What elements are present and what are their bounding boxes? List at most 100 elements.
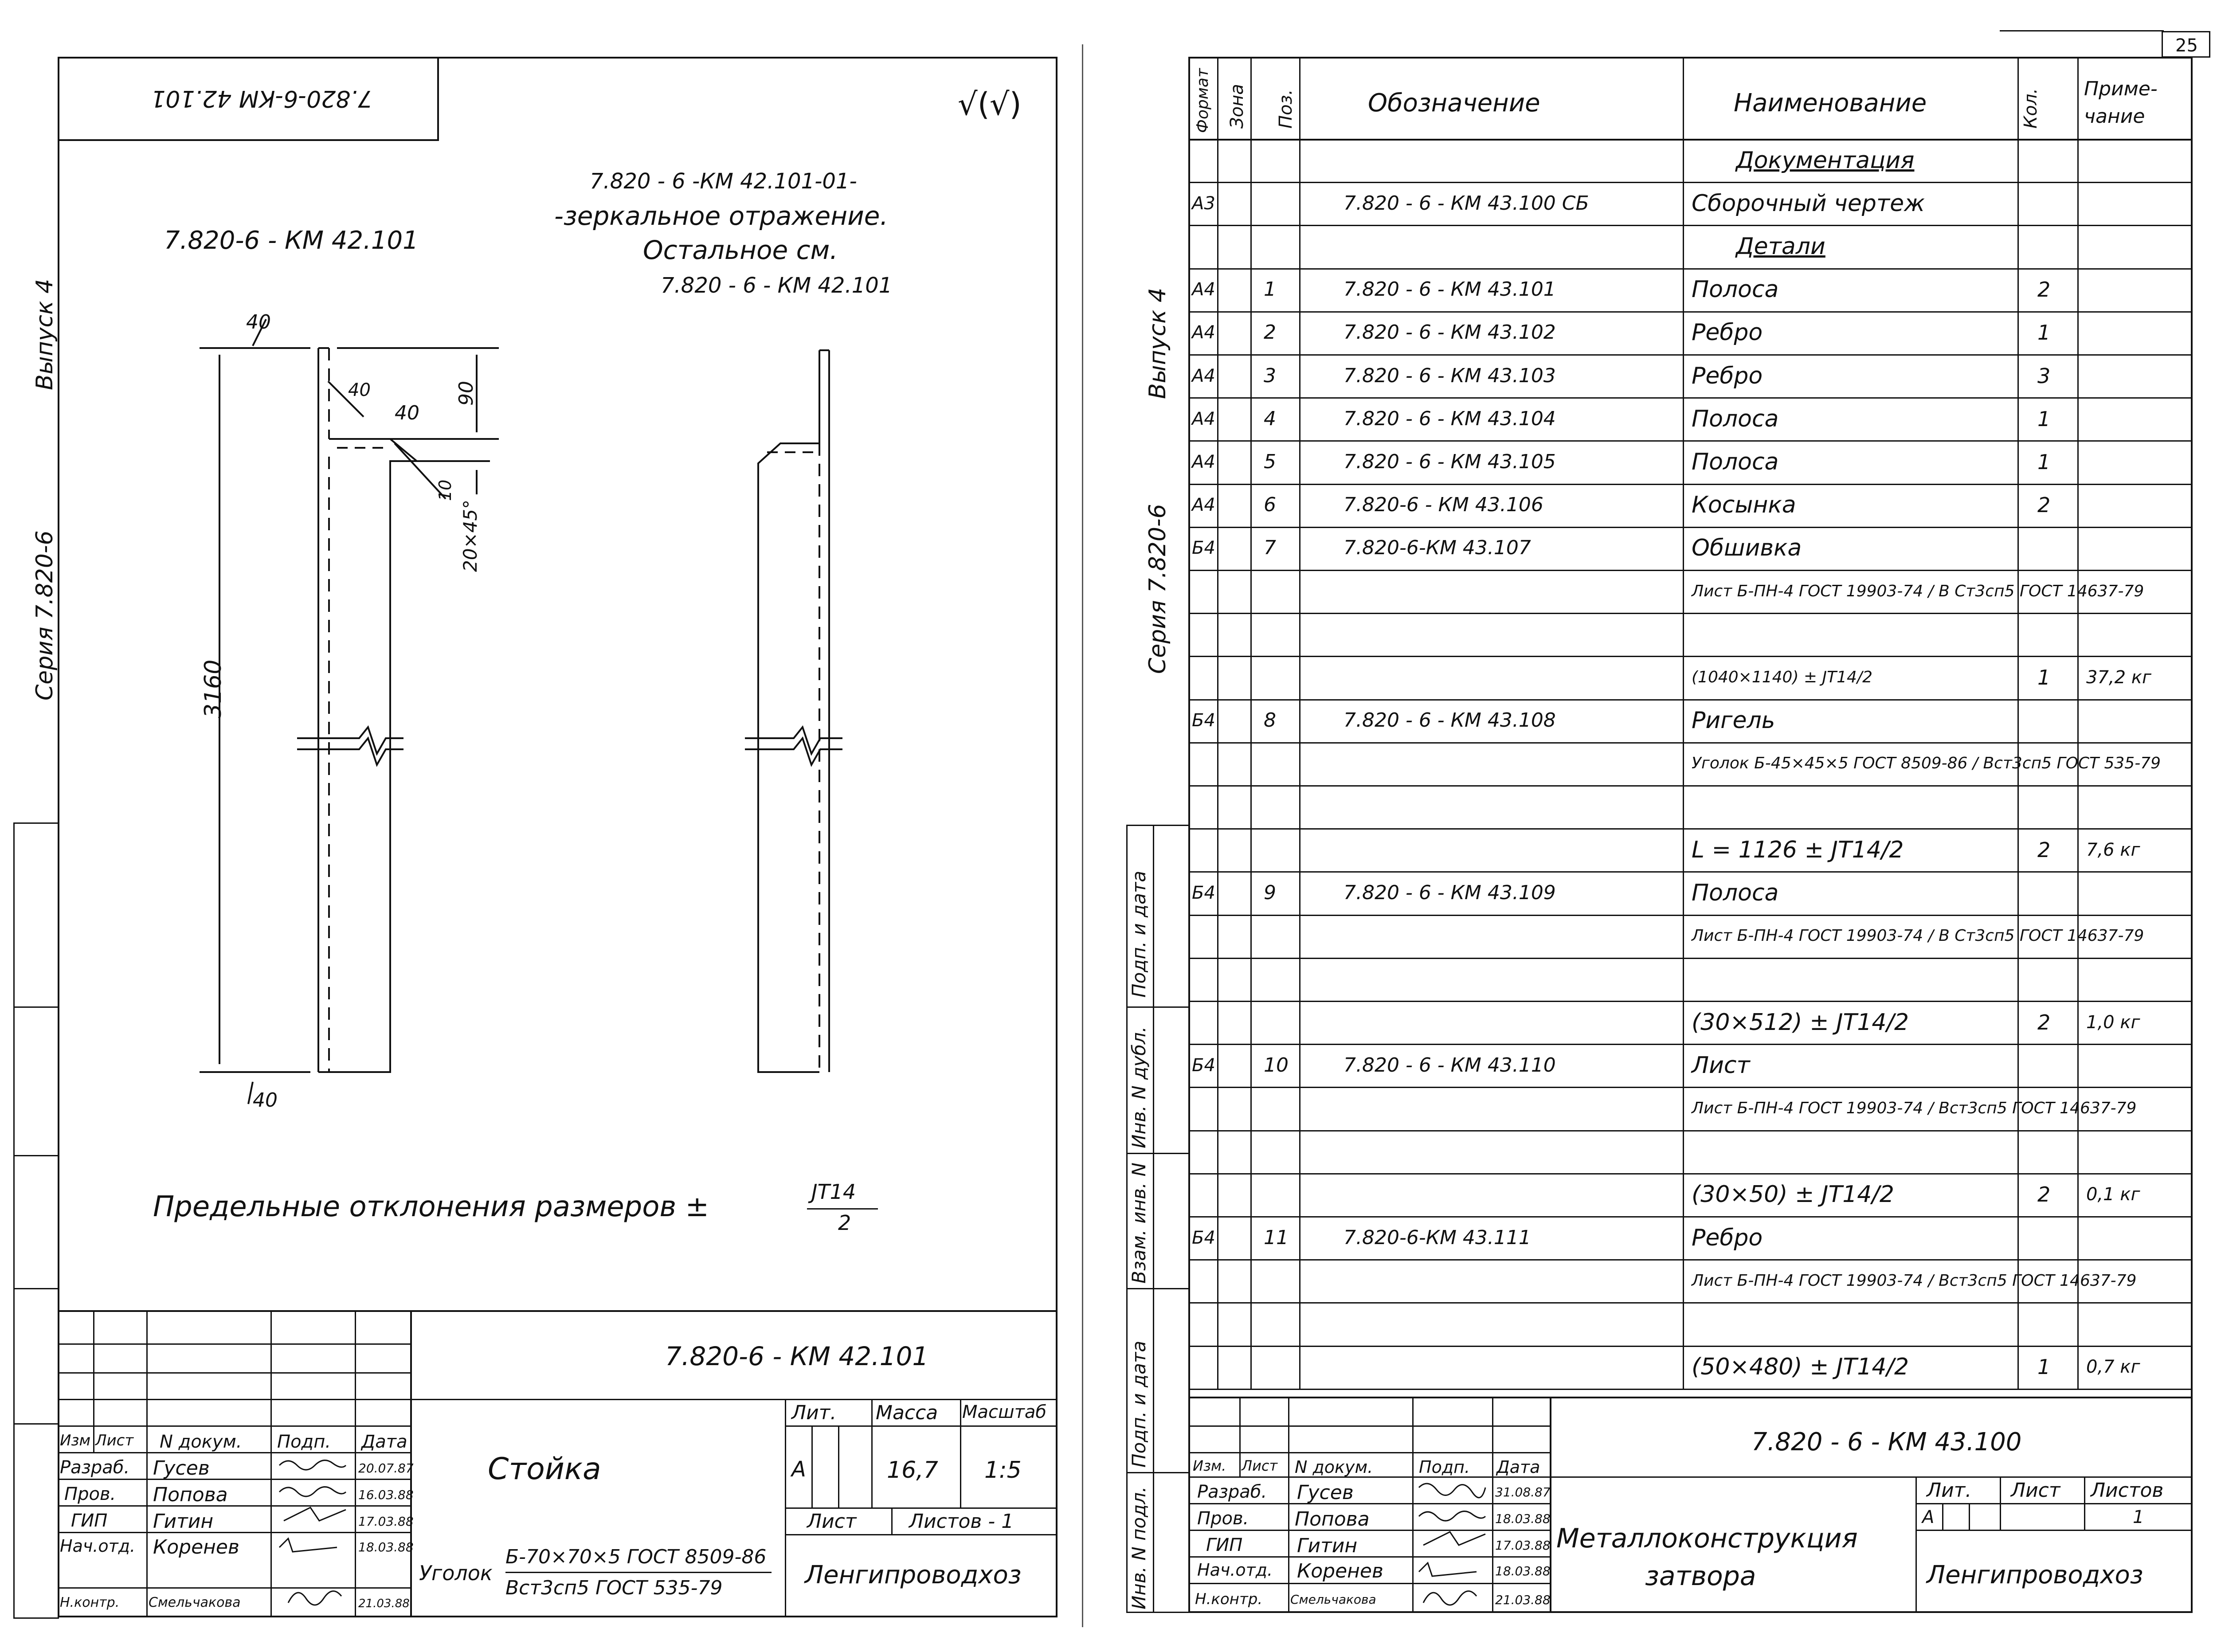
cell-qty: 3 (2037, 364, 2051, 388)
cell-fmt: Б4 (1192, 883, 1215, 903)
r-left-strip (1126, 825, 1188, 1613)
table-row-line (1188, 871, 2193, 873)
tb-line (838, 1425, 839, 1507)
tb-role-1: Разраб. (60, 1457, 130, 1478)
table-row-line (1188, 1302, 2193, 1304)
cell-name: Лист Б-ПН-4 ГОСТ 19903-74 / В Ст3сп5 ГОС… (1692, 927, 2144, 945)
tb-material-bar (505, 1572, 772, 1573)
strip-line (1126, 1472, 1188, 1473)
tb-line (58, 1399, 410, 1400)
dim-chamfer: 20×45° (459, 499, 481, 572)
cell-qty: 2 (2037, 1182, 2051, 1207)
cell-qty: 1 (2037, 407, 2051, 431)
tb-line (58, 1505, 410, 1507)
tb-role-3: ГИП (71, 1511, 108, 1531)
table-row-line (1188, 914, 2193, 916)
tb-hdr-date: Дата (361, 1432, 407, 1452)
rtb-line (1188, 1583, 1550, 1584)
dim-mid: 40 (395, 402, 419, 424)
table-row-line (1188, 526, 2193, 528)
cell-fmt: А4 (1192, 279, 1215, 300)
cell-name: (30×50) ± JT14/2 (1692, 1181, 1894, 1208)
cell-name: Ребро (1692, 1224, 1763, 1251)
rtb-hdr-sign: Подп. (1419, 1457, 1470, 1477)
rtb-line (1915, 1476, 1917, 1613)
table-col-line (1683, 57, 1684, 1389)
cell-des: 7.820 - 6 - КМ 43.101 (1344, 278, 1556, 301)
rtb-role-1: Разраб. (1197, 1482, 1267, 1502)
tb-role-5: Н.контр. (60, 1595, 120, 1610)
cell-des: 7.820 - 6 - КМ 43.105 (1344, 450, 1556, 473)
hdr-note: Приме- чание (2084, 78, 2158, 128)
tolerance-bar (807, 1208, 878, 1210)
rtb-line (1915, 1530, 2193, 1531)
tb-mass: 16,7 (887, 1457, 938, 1484)
rtb-title-1: Металлоконструкция (1556, 1523, 1858, 1554)
tb-date-5: 21.03.88 (358, 1597, 410, 1610)
table-row-line (1188, 828, 2193, 830)
table-row-line (1188, 785, 2193, 787)
cell-pos: 2 (1264, 321, 1276, 344)
cell-des: 7.820 - 6 - КМ 43.102 (1344, 321, 1556, 344)
rtb-code: 7.820 - 6 - КМ 43.100 (1751, 1428, 2022, 1456)
note-line-1: 7.820 - 6 -КМ 42.101-01- (590, 169, 857, 194)
rtb-name-1: Гусев (1297, 1481, 1354, 1504)
tb-line (58, 1372, 410, 1374)
cell-pos: 7 (1264, 536, 1276, 560)
tb-line (58, 1425, 410, 1427)
cell-des: 7.820 - 6 - КМ 43.109 (1344, 881, 1556, 904)
r-side-issue: Выпуск 4 (1144, 287, 1171, 399)
tb-hdr-list: Лист (95, 1432, 134, 1449)
cell-des: 7.820 - 6 - КМ 43.100 СБ (1344, 192, 1589, 215)
tolerance-num: JT14 (811, 1180, 856, 1204)
cell-name: (1040×1140) ± JT14/2 (1692, 668, 1872, 686)
cell-pos: 6 (1264, 493, 1276, 517)
tb-material-den: Вст3сп5 ГОСТ 535-79 (505, 1577, 723, 1599)
cell-pos: 3 (1264, 364, 1276, 387)
tb-line (811, 1425, 813, 1507)
corner-code-box (58, 57, 439, 141)
dim-90: 90 (455, 381, 478, 406)
table-row-line (1188, 1173, 2193, 1174)
dim-bottom: 40 (253, 1089, 278, 1112)
strip-line (1153, 825, 1154, 1613)
sheet-divider (1082, 44, 1083, 1627)
rtb-line (1188, 1397, 2193, 1398)
rtb-sheet-label: Лист (2011, 1479, 2060, 1502)
table-row-line (1188, 1130, 2193, 1131)
tb-line (58, 1452, 410, 1453)
tb-hdr-sign: Подп. (277, 1432, 331, 1452)
table-row-line (1188, 613, 2193, 615)
table-row-line (1188, 570, 2193, 571)
note-line-3: Остальное см. (643, 235, 838, 265)
table-row-line (1188, 311, 2193, 313)
cell-name: Обшивка (1692, 535, 1802, 562)
tb-code: 7.820-6 - КМ 42.101 (665, 1341, 929, 1371)
table-row-line (1188, 1044, 2193, 1045)
rtb-name-5: Смельчакова (1290, 1592, 1376, 1607)
rtb-hdr-doc: N докум. (1295, 1457, 1373, 1477)
tb-sheets-label: Листов - 1 (909, 1510, 1014, 1533)
tb-mass-label: Масса (876, 1401, 938, 1424)
cell-fmt: А4 (1192, 365, 1215, 386)
rtb-line (2084, 1476, 2085, 1530)
rtb-line (1188, 1425, 1550, 1427)
cell-name: Косынка (1692, 492, 1796, 519)
tb-line (410, 1310, 412, 1616)
table-col-line (1299, 57, 1300, 1389)
rtb-sheets-label: Листов (2091, 1479, 2164, 1502)
cell-qty: 2 (2037, 838, 2051, 862)
cell-pos: 5 (1264, 450, 1276, 473)
cell-qty: 1 (2037, 450, 2051, 474)
cell-name: Ребро (1692, 319, 1763, 346)
tb-line (58, 1532, 410, 1533)
hdr-qty: Кол. (2021, 88, 2041, 129)
table-header-line (1188, 139, 2193, 141)
cell-note: 0,1 кг (2086, 1184, 2140, 1205)
tb-line (785, 1425, 1058, 1427)
tb-scale: 1:5 (984, 1457, 1022, 1484)
tb-line (785, 1534, 1058, 1535)
cell-fmt: А4 (1192, 495, 1215, 516)
strip-line (1126, 1288, 1188, 1289)
cell-fmt: Б4 (1192, 1055, 1215, 1076)
